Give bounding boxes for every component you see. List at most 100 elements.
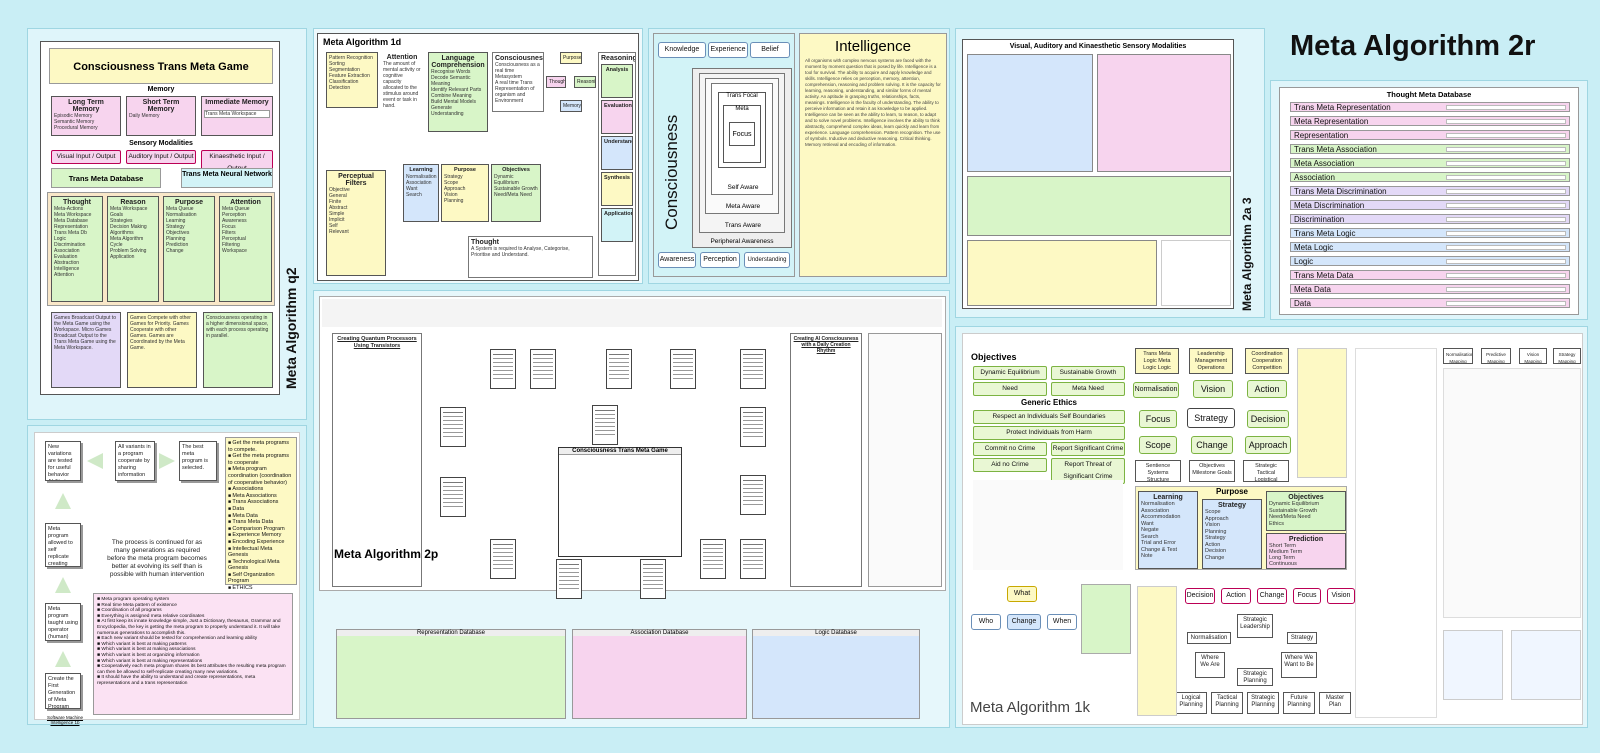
cycle-purpose: Purpose — [560, 52, 582, 64]
awareness-peripheral: Peripheral Awareness — [710, 238, 774, 245]
learning-item: Search — [1141, 533, 1159, 540]
m1k-normalisation: Normalisation — [1187, 632, 1231, 644]
awareness-stack: Peripheral Awareness Trans Aware Meta Aw… — [692, 68, 792, 248]
thought-db-heading: Thought Meta Database — [1386, 90, 1472, 99]
ring-normalisation: Normalisation — [1133, 382, 1179, 398]
intelligence-board: Intelligence All organisms with complex … — [799, 33, 947, 277]
thought-db-row-label: Representation — [1294, 131, 1349, 140]
plan-3: Strategic Planning — [1247, 692, 1279, 714]
flow-list-item: Comparison Program — [228, 526, 294, 533]
thought-db-row-field — [1446, 273, 1566, 278]
thought-db-row: Logic — [1290, 256, 1570, 266]
ethic-1: Respect an Individuals Self Boundaries — [973, 410, 1125, 424]
flow-note-item: Cooperatively each meta program shares i… — [97, 664, 289, 675]
lpo-objectives-label: Objectives — [1288, 494, 1324, 501]
m1d-analysis-label: Analysis — [605, 67, 629, 73]
w-when: When — [1047, 614, 1077, 630]
thought-db-row: Meta Logic — [1290, 242, 1570, 252]
m2p-left-heading: Creating Quantum Processors Using Transi… — [337, 336, 417, 349]
flow-action: Action — [1221, 588, 1251, 604]
q2-note-2: Games Compete with other Games for Prior… — [127, 312, 197, 388]
m2p-db-2: Association Database — [572, 629, 747, 719]
flow-box-1: New variations are tested for useful beh… — [45, 441, 81, 481]
m2p-left-col: Creating Quantum Processors Using Transi… — [332, 333, 422, 587]
thought-db-row-label: Trans Meta Data — [1294, 271, 1354, 280]
flow-note-item: Which variant is best at organizing info… — [97, 653, 289, 659]
learning-item: Association — [1141, 507, 1170, 514]
lpo-purpose: Purpose — [1216, 487, 1249, 496]
flow-list-item: Meta Associations — [228, 493, 294, 500]
flow-decision: Decision — [1185, 588, 1215, 604]
awareness-meta: Meta Aware — [725, 203, 761, 210]
flow-list-item: Encoding Experience — [228, 539, 294, 546]
objective-item: Ethics — [1269, 520, 1284, 527]
col-thought-label: Thought — [63, 199, 91, 206]
prediction-item: Short Term — [1269, 543, 1296, 549]
thought-db-row-field — [1446, 245, 1566, 250]
focus-box: Focus — [729, 122, 755, 146]
cycle-thought: Thought — [546, 76, 566, 88]
w-who: Who — [971, 614, 1001, 630]
thought-db-row-field — [1446, 133, 1566, 138]
m2a3-visual — [967, 54, 1093, 172]
flow-change: Change — [1257, 588, 1287, 604]
flow-vision: Vision — [1327, 588, 1355, 604]
panel-2a3: Visual, Auditory and Kinaesthetic Sensor… — [955, 28, 1265, 318]
m2p-card-14 — [700, 539, 726, 579]
thought-db-row-field — [1446, 175, 1566, 180]
ring-strategy: Strategy — [1187, 408, 1235, 428]
flow-note-item: Real time Meta pattern of existence — [97, 603, 289, 609]
ring-decision: Decision — [1247, 410, 1289, 428]
thought-db-row-label: Logic — [1294, 257, 1314, 266]
m1d-evaluation-label: Evaluation — [604, 103, 632, 109]
prediction-item: Continuous — [1269, 561, 1297, 567]
m1d-understand-label: Understand — [604, 139, 633, 145]
meta-focus-box: Meta Focus — [723, 105, 761, 163]
m2p-card-6 — [440, 407, 466, 447]
bottom-perception: Perception — [700, 252, 740, 268]
strategy-item: Planning — [1205, 528, 1227, 535]
q2-note-1: Games Broadcast Output to the Meta Game … — [51, 312, 121, 388]
bottom-awareness: Awareness — [658, 252, 696, 268]
flow-list-item: Self Organization Program — [228, 572, 294, 585]
flow-box-3: The best meta program is selected. — [179, 441, 217, 481]
memory-immediate: Immediate Memory — [205, 99, 269, 106]
flow-list-item: ETHICS — [228, 585, 294, 592]
m2p-card-15 — [740, 539, 766, 579]
flow-arrow-5 — [55, 651, 71, 667]
m1k-left-flow — [1137, 586, 1177, 716]
col-purpose-label: Purpose — [174, 199, 203, 206]
plan-5: Master Plan — [1319, 692, 1351, 714]
q2-title: Meta Algorithm q2 — [283, 267, 299, 389]
strategy-item: Action — [1205, 541, 1221, 548]
ring-sub-2: Objectives Milestone Goals — [1189, 460, 1235, 482]
w-what: What — [1007, 586, 1037, 602]
thought-db-row-label: Trans Meta Representation — [1294, 103, 1391, 112]
m1k-top-1: Trans Meta Logic Meta Logic Logic — [1135, 348, 1179, 374]
flow-note-item: Everything is assigned meta relative coo… — [97, 614, 289, 620]
ring-scope: Scope — [1139, 436, 1177, 454]
thought-db-row: Meta Representation — [1290, 116, 1570, 126]
panel-2p: Creating Quantum Processors Using Transi… — [313, 290, 950, 728]
m2p-card-10 — [740, 475, 766, 515]
plan-2: Tactical Planning — [1211, 692, 1243, 714]
ethic-2: Protect Individuals from Harm — [973, 426, 1125, 440]
m2p-db-1-label: Representation Database — [337, 630, 565, 636]
m2a3-note — [1161, 240, 1231, 306]
flow-arrow-2 — [159, 453, 175, 469]
lpo-learning-label: Learning — [1153, 494, 1183, 501]
objective-item: Need/Meta Need — [1269, 514, 1311, 520]
thought-db-row-label: Trans Meta Discrimination — [1294, 187, 1387, 196]
